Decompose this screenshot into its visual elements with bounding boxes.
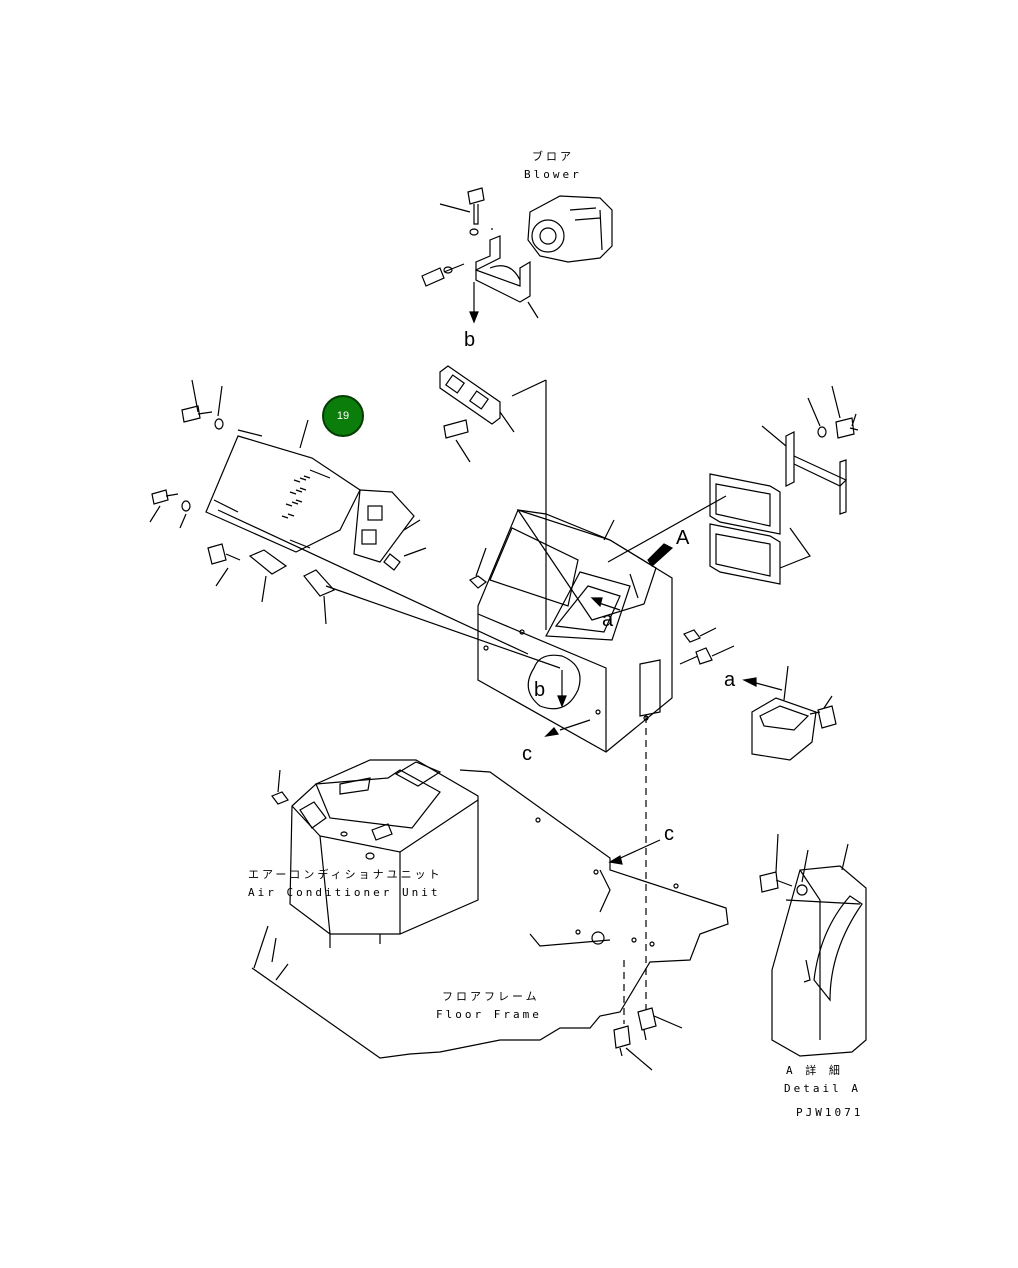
grommet-plate-left	[353, 489, 427, 571]
duct-piece-a	[751, 665, 837, 761]
blower-label-en: Blower	[524, 168, 582, 181]
nut-right	[683, 629, 701, 643]
blower-bolts	[421, 187, 539, 319]
marker-a-right: a	[724, 669, 736, 691]
cover-panel	[205, 419, 361, 553]
filter-panel-top	[439, 365, 515, 463]
arrow-b-top-head	[469, 311, 479, 324]
detail-A-label-en: Detail A	[784, 1082, 861, 1095]
blower-unit	[527, 195, 613, 263]
filters-right	[607, 385, 859, 585]
marker-c-left: c	[522, 743, 532, 765]
bolt-right	[679, 647, 713, 665]
marker-b-top: b	[464, 329, 476, 351]
floor-frame-label-jp: フロアフレーム	[442, 990, 540, 1003]
marker-b-mid: b	[534, 679, 546, 701]
ac-unit-body	[271, 759, 479, 948]
blower-label-jp: ブロア	[532, 150, 574, 163]
marker-a-mid: a	[602, 609, 614, 631]
floor-frame-label-en: Floor Frame	[436, 1008, 542, 1021]
clips	[248, 549, 336, 625]
guide-line-cover	[217, 509, 529, 655]
floor-bolt-2	[613, 1025, 653, 1071]
ac-unit-label-jp: エアーコンディショナユニット	[248, 868, 443, 881]
ac-unit-label-en: Air Conditioner Unit	[248, 886, 441, 899]
guide-line-clips	[325, 585, 561, 669]
drawing-number: PJW1071	[796, 1106, 864, 1119]
detail-A-view	[759, 833, 867, 1057]
detail-A-label-jp: A 詳 細	[786, 1064, 843, 1077]
floor-frame	[251, 769, 729, 1059]
view-arrow-A	[647, 543, 674, 567]
nut-left	[468, 575, 487, 589]
cover-bolts	[149, 379, 241, 587]
marker-c-right: c	[664, 823, 674, 845]
main-housing	[477, 509, 673, 753]
callout-19[interactable]: 19	[322, 395, 364, 437]
floor-bolt-1	[637, 1007, 683, 1041]
marker-view-A: A	[676, 527, 690, 549]
blower-bracket	[475, 235, 531, 303]
